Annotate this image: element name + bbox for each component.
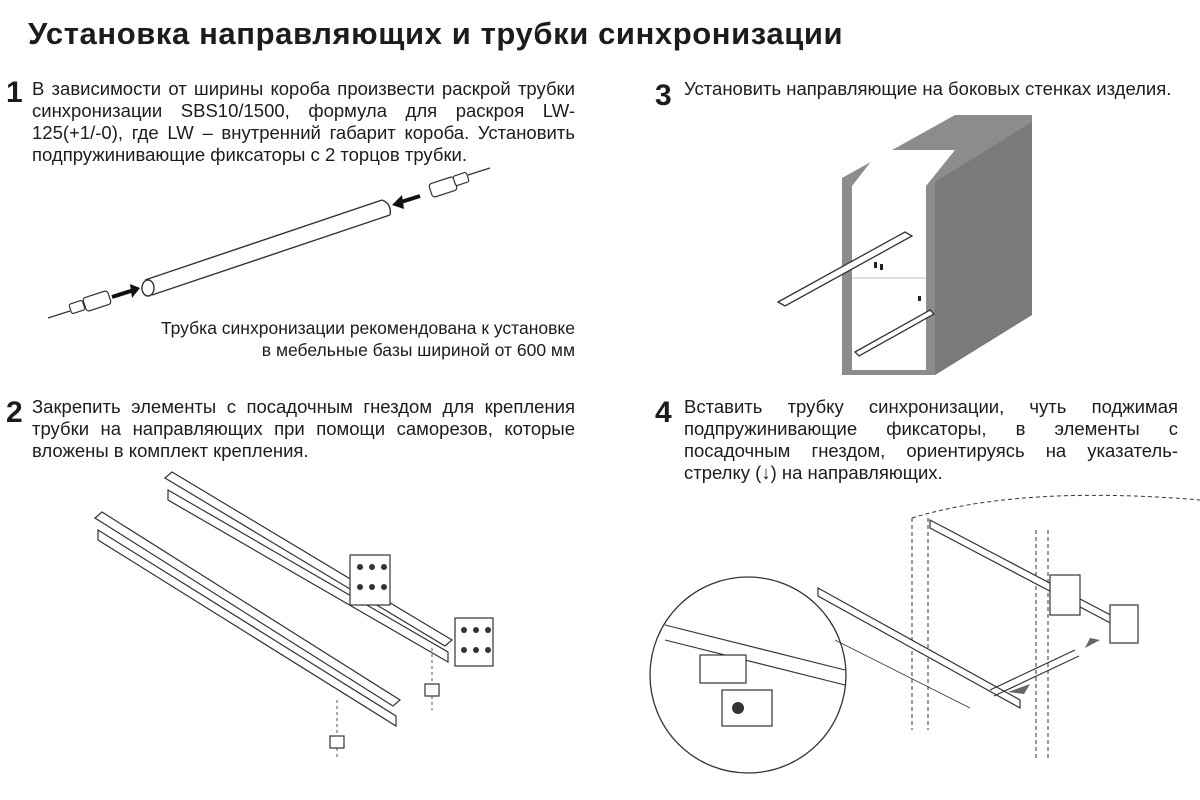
page-title: Установка направляющих и трубки синхрони…	[28, 16, 844, 51]
step-3-number: 3	[655, 79, 672, 112]
note-line-2: в мебельные базы шириной от 600 мм	[261, 340, 575, 360]
note-line-1: Трубка синхронизации рекомендована к уст…	[160, 318, 575, 338]
cabinet-illustration	[776, 115, 1032, 375]
step-1-number: 1	[6, 76, 23, 109]
sync-tube-illustration	[47, 167, 491, 319]
runners-illustration	[93, 471, 494, 760]
step-4-number: 4	[655, 396, 672, 429]
step-2-number: 2	[6, 396, 23, 429]
sync-tube-note: Трубка синхронизации рекомендована к уст…	[100, 317, 575, 361]
step-1-text: В зависимости от ширины короба произвест…	[32, 78, 575, 165]
step-4-text: Вставить трубку синхронизации, чуть подж…	[684, 396, 1178, 483]
step-2-text: Закрепить элементы с посадочным гнездом …	[32, 396, 575, 461]
step-3-text: Установить направляющие на боковых стенк…	[684, 78, 1172, 99]
